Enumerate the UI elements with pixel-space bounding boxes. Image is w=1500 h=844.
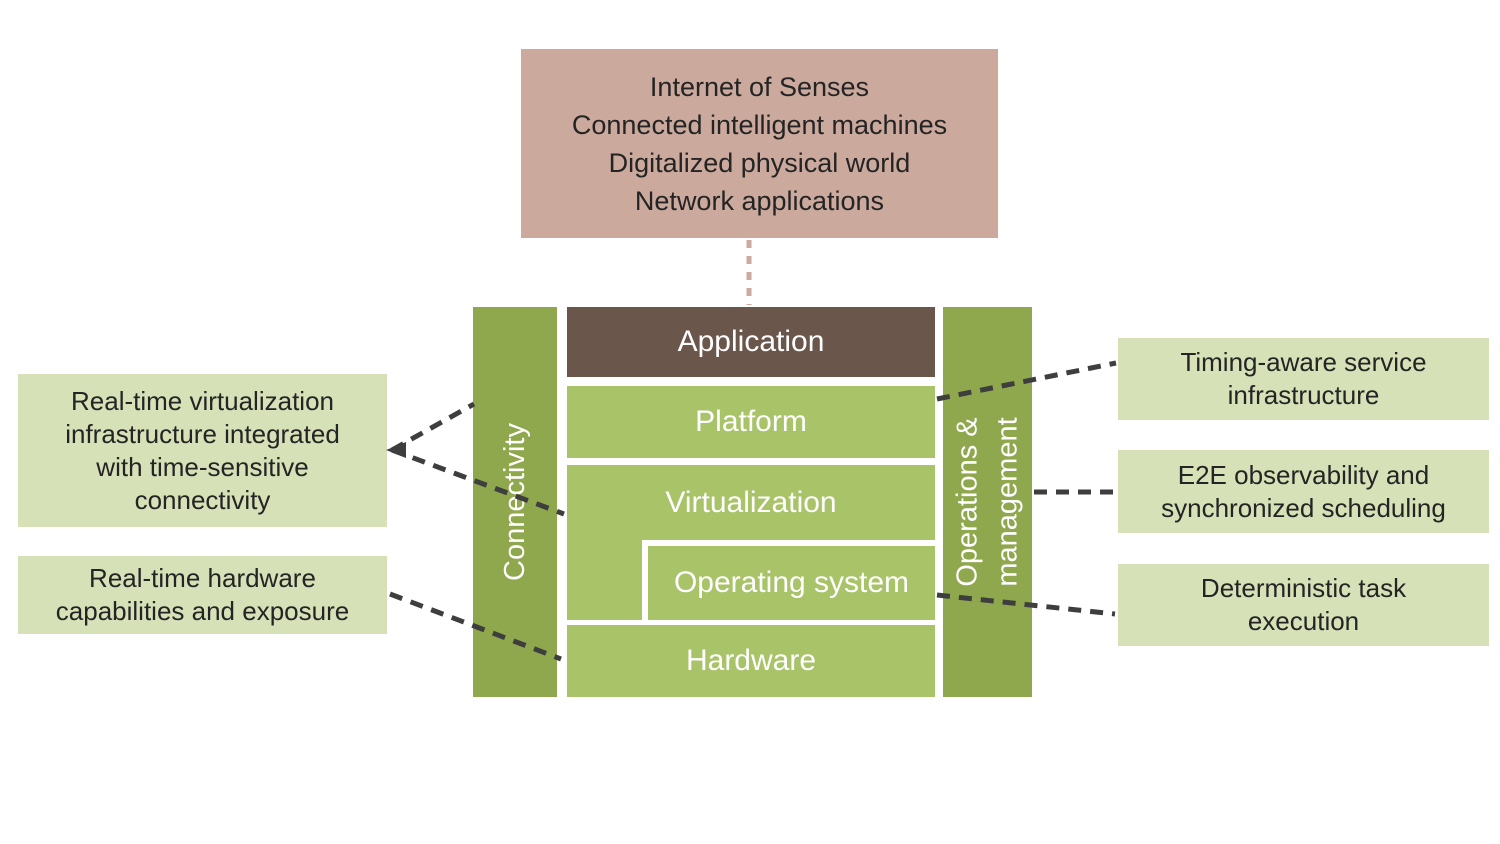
callout-e2e-observability: E2E observability and synchronized sched… <box>1118 450 1489 533</box>
callout-realtime-virtualization: Real-time virtualization infrastructure … <box>18 374 387 527</box>
layer-virtualization: Virtualization <box>567 465 935 540</box>
callout-deterministic-task: Deterministic task execution <box>1118 564 1489 646</box>
layer-virtualization-left-column <box>567 540 642 620</box>
connectivity-bar-label: Connectivity <box>499 423 531 581</box>
operations-management-bar-label: Operations & management <box>951 417 1024 587</box>
layer-platform: Platform <box>567 386 935 458</box>
layer-application: Application <box>567 307 935 377</box>
connector-virtualization-callout-connectivity <box>390 401 476 453</box>
layer-operating-system: Operating system <box>648 546 935 620</box>
arrowhead-icon <box>386 442 406 458</box>
operations-management-bar: Operations & management <box>943 307 1032 697</box>
connectivity-bar: Connectivity <box>473 307 557 697</box>
callout-realtime-hardware: Real-time hardware capabilities and expo… <box>18 556 387 634</box>
layer-hardware: Hardware <box>567 625 935 697</box>
callout-timing-aware-service: Timing-aware service infrastructure <box>1118 338 1489 420</box>
use-cases-box: Internet of Senses Connected intelligent… <box>521 49 998 238</box>
